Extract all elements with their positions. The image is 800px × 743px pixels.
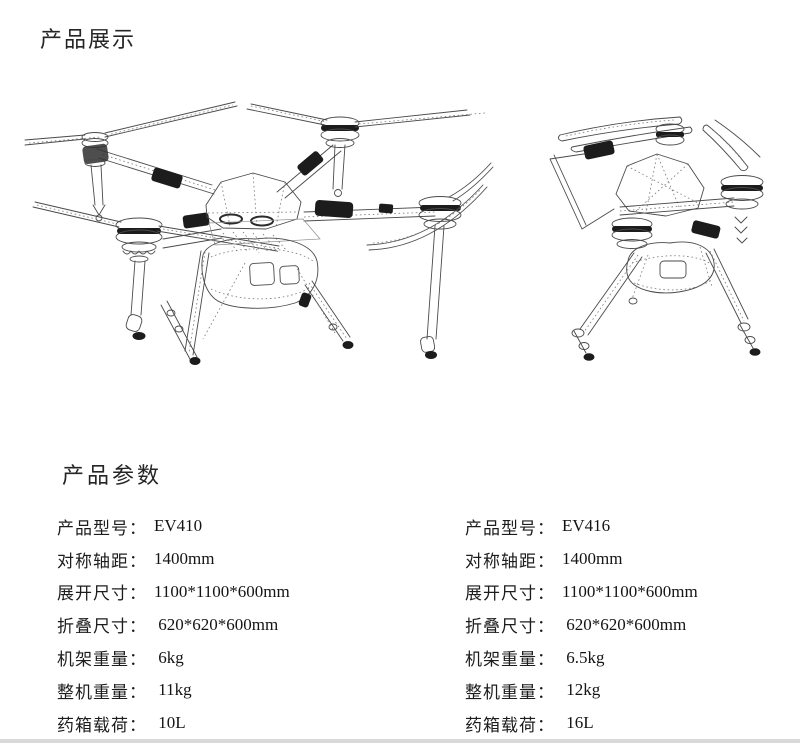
spec-label: 药箱载荷：	[57, 715, 147, 735]
spec-value: 11kg	[154, 680, 192, 700]
page-bottom-edge	[0, 739, 800, 743]
spec-value: 620*620*600mm	[154, 614, 279, 634]
spec-label: 对称轴距：	[57, 551, 147, 571]
spec-label: 整机重量：	[465, 682, 555, 702]
spec-value: 1100*1100*600mm	[154, 581, 290, 601]
spec-row-tank-capacity: 药箱载荷： 10L	[57, 707, 290, 740]
section-title-product-display: 产品展示	[40, 27, 137, 52]
spec-row-unfolded-size: 展开尺寸： 1100*1100*600mm	[57, 576, 290, 609]
spec-value: EV416	[562, 516, 611, 536]
spec-row-total-weight: 整机重量： 12kg	[465, 674, 698, 707]
drone-folded-illustration	[549, 116, 764, 361]
spec-table-ev416: 产品型号： EV416 对称轴距： 1400mm 展开尺寸： 1100*1100…	[465, 510, 698, 740]
spec-row-model: 产品型号： EV410	[57, 510, 290, 543]
spec-label: 机架重量：	[57, 650, 147, 670]
spec-value: 10L	[154, 713, 186, 733]
spec-row-folded-size: 折叠尺寸： 620*620*600mm	[57, 608, 290, 641]
spec-label: 机架重量：	[465, 650, 555, 670]
spec-value: 620*620*600mm	[562, 614, 687, 634]
spec-value: 1400mm	[154, 549, 215, 569]
spec-label: 整机重量：	[57, 682, 147, 702]
spec-value: 6.5kg	[562, 647, 605, 667]
spec-label: 产品型号：	[465, 518, 555, 538]
spec-label: 展开尺寸：	[465, 584, 555, 604]
spec-row-wheelbase: 对称轴距： 1400mm	[465, 543, 698, 576]
spec-row-frame-weight: 机架重量： 6kg	[57, 641, 290, 674]
spec-label: 药箱载荷：	[465, 715, 555, 735]
spec-row-total-weight: 整机重量： 11kg	[57, 674, 290, 707]
spec-row-frame-weight: 机架重量： 6.5kg	[465, 641, 698, 674]
spec-value: 6kg	[154, 647, 184, 667]
spec-table-ev410: 产品型号： EV410 对称轴距： 1400mm 展开尺寸： 1100*1100…	[57, 510, 290, 740]
spec-row-tank-capacity: 药箱载荷： 16L	[465, 707, 698, 740]
spec-value: 1100*1100*600mm	[562, 581, 698, 601]
spec-label: 展开尺寸：	[57, 584, 147, 604]
spec-row-wheelbase: 对称轴距： 1400mm	[57, 543, 290, 576]
spec-value: 1400mm	[562, 549, 623, 569]
spec-value: 12kg	[562, 680, 601, 700]
section-title-product-params: 产品参数	[62, 463, 163, 488]
spec-label: 产品型号：	[57, 518, 147, 538]
spec-row-model: 产品型号： EV416	[465, 510, 698, 543]
spec-row-folded-size: 折叠尺寸： 620*620*600mm	[465, 608, 698, 641]
spec-row-unfolded-size: 展开尺寸： 1100*1100*600mm	[465, 576, 698, 609]
spec-label: 折叠尺寸：	[57, 617, 147, 637]
spec-value: EV410	[154, 516, 203, 536]
product-illustrations	[24, 101, 764, 365]
spec-label: 折叠尺寸：	[465, 617, 555, 637]
spec-value: 16L	[562, 713, 594, 733]
drone-unfolded-illustration	[24, 101, 494, 365]
spec-label: 对称轴距：	[465, 551, 555, 571]
